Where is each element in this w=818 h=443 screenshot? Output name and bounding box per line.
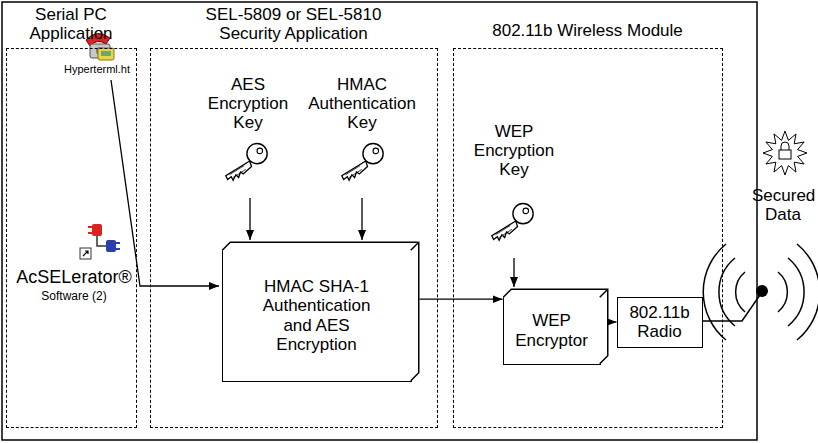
star-burst bbox=[763, 131, 807, 175]
footnote-label: Software (2) bbox=[12, 290, 136, 303]
output-label: Secured Data bbox=[752, 186, 814, 224]
key-arrow bbox=[513, 258, 514, 287]
box-label: HMAC SHA-1 Authentication and AES Encryp… bbox=[253, 277, 381, 353]
key-arrow bbox=[361, 198, 362, 240]
key-label: AES Encryption Key bbox=[200, 75, 296, 132]
box-label: WEP Encryptor bbox=[512, 311, 592, 349]
input-line bbox=[111, 80, 219, 286]
software-name: AcSELerator® bbox=[12, 267, 136, 287]
key-label: HMAC Authentication Key bbox=[300, 75, 424, 132]
key-arrow bbox=[249, 198, 250, 240]
process-box: 802.11b Radio bbox=[617, 297, 703, 348]
key-icon bbox=[226, 144, 267, 181]
key-label: WEP Encryption Key bbox=[466, 122, 562, 179]
antenna-dot bbox=[756, 285, 768, 297]
secured-lock-icon bbox=[763, 131, 807, 175]
connector-arrow bbox=[420, 299, 503, 300]
box-depth-outline bbox=[503, 289, 608, 364]
process-box: HMAC SHA-1 Authentication and AES Encryp… bbox=[222, 250, 412, 382]
connector-arrow bbox=[609, 321, 617, 322]
dashed-region: 802.11b Wireless ModuleWEP Encryptor802.… bbox=[453, 48, 723, 428]
icon-caption: Hyperterml.ht bbox=[56, 63, 138, 75]
box-depth bbox=[223, 251, 224, 252]
outer-frame bbox=[2, 2, 757, 440]
box-label: 802.11b Radio bbox=[625, 303, 695, 341]
dashed-region: Serial PC Application bbox=[6, 48, 137, 428]
radio-waves bbox=[700, 244, 818, 340]
process-box: WEP Encryptor bbox=[503, 297, 601, 365]
key-icon bbox=[342, 144, 383, 181]
region-title: 802.11b Wireless Module bbox=[458, 21, 718, 40]
region-title: SEL-5809 or SEL-5810 Security Applicatio… bbox=[189, 5, 399, 43]
box-depth bbox=[504, 298, 505, 299]
key-icon bbox=[492, 204, 533, 241]
box-depth-outline bbox=[222, 242, 419, 381]
region-title: Serial PC Application bbox=[11, 5, 131, 43]
acselerator-icon bbox=[80, 224, 120, 259]
